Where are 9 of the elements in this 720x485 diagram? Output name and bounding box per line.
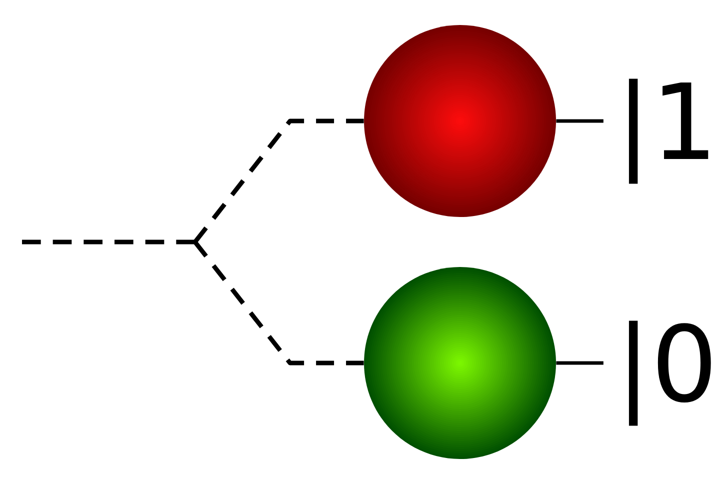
dashed-line: [22, 240, 195, 244]
connector-line: [556, 119, 604, 123]
dashed-line: [193, 118, 364, 244]
ket-label: |0: [628, 320, 711, 426]
ket-label: |1: [628, 78, 708, 184]
dashed-line: [193, 240, 364, 366]
connector-line: [556, 361, 604, 365]
sphere: [364, 25, 556, 217]
sphere: [364, 267, 556, 459]
